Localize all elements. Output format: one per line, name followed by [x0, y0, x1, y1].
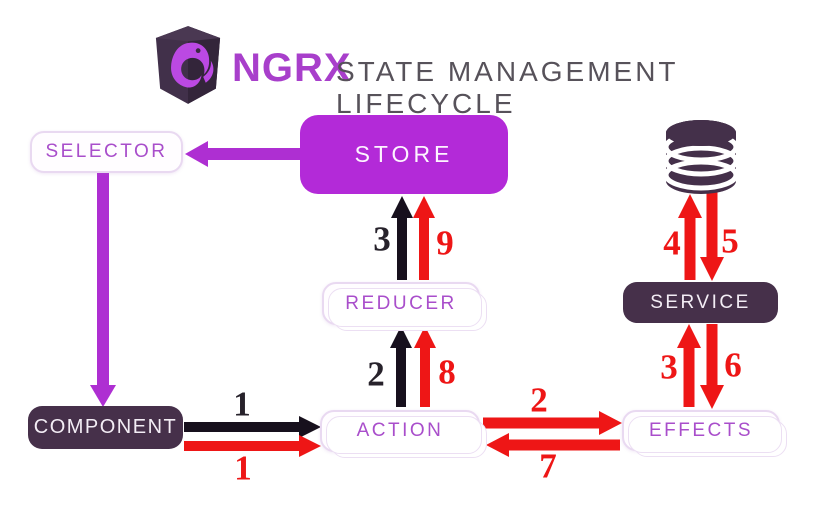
arrow-service-to-effects-red [700, 324, 724, 409]
node-action: ACTION [320, 410, 487, 458]
arrow-selector-to-component [90, 172, 116, 407]
arrow-reducer-to-store-black [391, 196, 413, 280]
arrow-reducer-to-store-red [413, 196, 435, 280]
node-store-label: STORE [354, 141, 454, 167]
arrow-action-to-reducer-black [390, 326, 412, 407]
node-effects: EFFECTS [622, 410, 787, 457]
node-component-label: COMPONENT [33, 416, 178, 438]
database-cylinder-icon [663, 120, 739, 194]
edge-label-to-store-black: 3 [373, 219, 391, 259]
node-reducer-label: REDUCER [345, 292, 457, 314]
ngrx-logo-icon [155, 26, 221, 104]
node-selector: SELECTOR [30, 131, 183, 173]
arrow-action-to-effects-red [483, 411, 622, 435]
arrow-effects-to-action-red [486, 433, 620, 457]
arrow-component-to-action-black [184, 416, 321, 438]
brand-ngrx: NGRX [232, 46, 352, 90]
edge-label-to-reducer-black: 2 [367, 354, 385, 394]
node-selector-label: SELECTOR [45, 141, 168, 162]
node-component: COMPONENT [28, 406, 183, 449]
arrow-store-to-selector [185, 141, 302, 167]
arrow-action-to-reducer-red [414, 326, 436, 407]
edge-label-dispatch-black: 1 [233, 384, 251, 424]
node-effects-label: EFFECTS [648, 419, 754, 441]
edge-label-service-to-db: 4 [663, 223, 681, 263]
node-reducer: REDUCER [322, 282, 487, 331]
node-service: SERVICE [623, 282, 778, 323]
edge-label-to-reducer-red: 8 [438, 352, 456, 392]
page-title: STATE MANAGEMENT LIFECYCLE [336, 56, 679, 119]
edge-label-service-to-effects: 6 [724, 345, 742, 385]
edge-label-db-to-service: 5 [721, 221, 739, 261]
arrow-database-to-service-red [700, 192, 724, 281]
edge-label-effects-to-service: 3 [660, 347, 678, 387]
edge-label-action-to-effects: 2 [530, 380, 548, 420]
node-action-label: ACTION [356, 420, 444, 441]
arrow-effects-to-service-red [677, 324, 701, 407]
arrow-component-to-action-red [184, 435, 321, 457]
edge-label-dispatch-red: 1 [234, 448, 252, 488]
arrow-service-to-database-red [678, 194, 702, 280]
edge-label-effects-to-action: 7 [539, 446, 557, 486]
node-service-label: SERVICE [650, 291, 751, 313]
edge-label-to-store-red: 9 [436, 223, 454, 263]
node-store: STORE [300, 115, 508, 194]
